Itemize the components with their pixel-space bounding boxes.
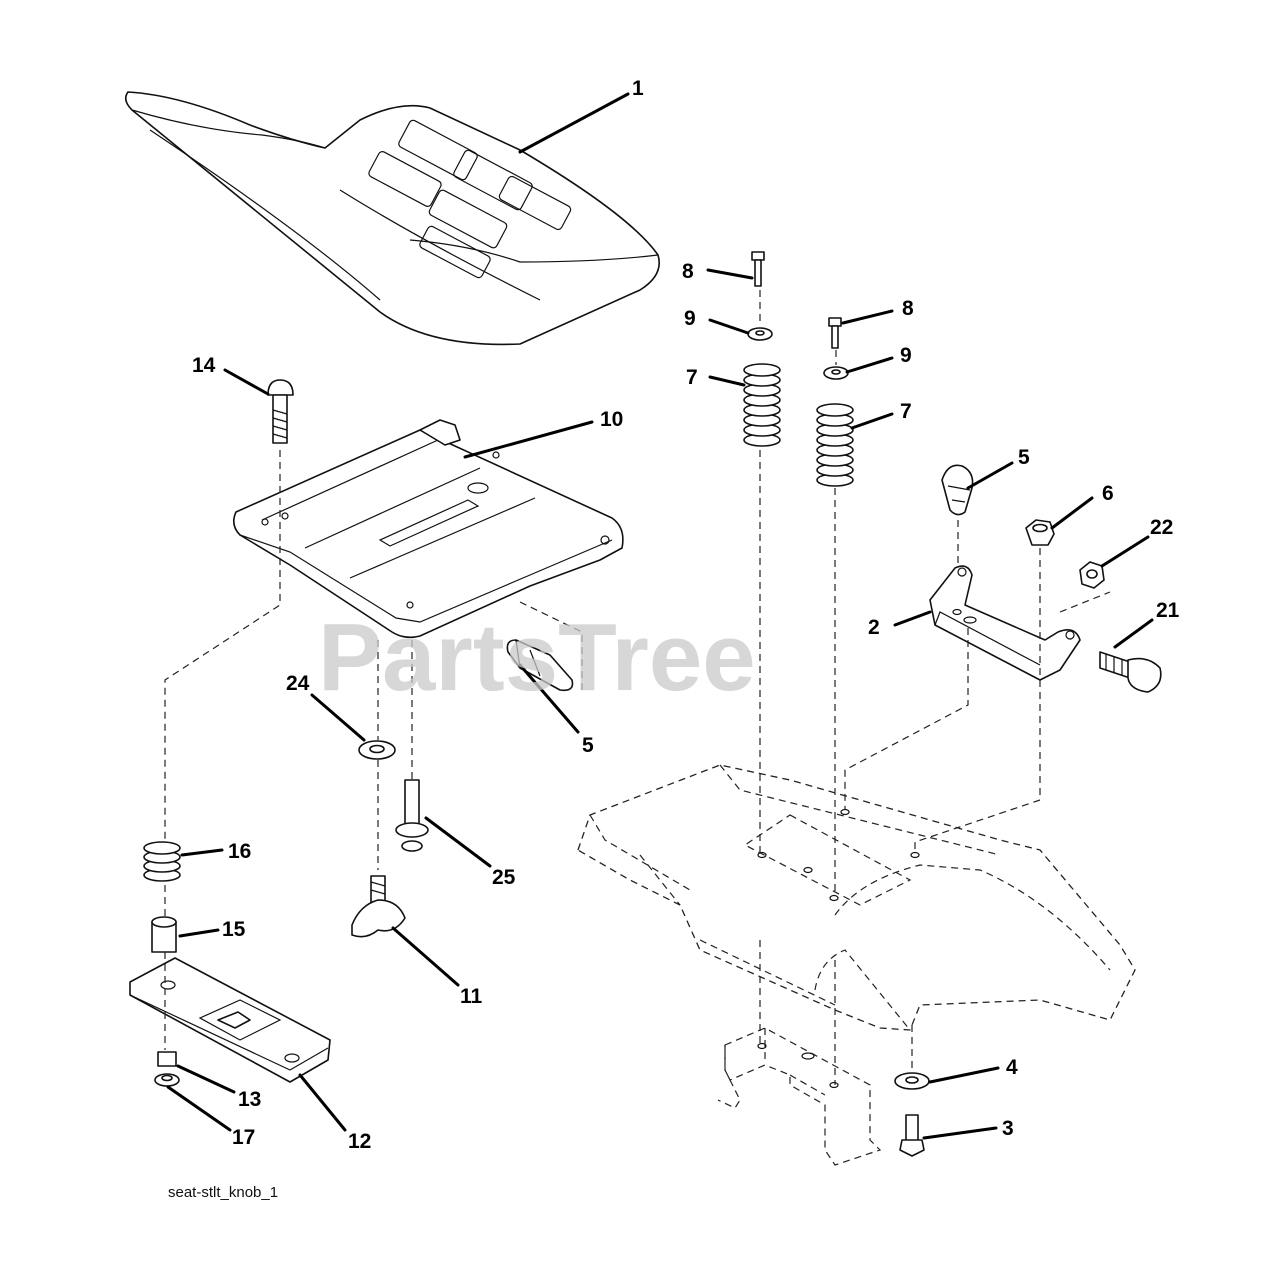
callout-2: 2 xyxy=(868,616,880,639)
spring-16 xyxy=(143,841,181,882)
callout-8-left: 8 xyxy=(682,260,694,283)
callout-7-left: 7 xyxy=(686,366,698,389)
spring-7-right xyxy=(816,403,854,487)
alignment-lines xyxy=(164,290,1111,1085)
bracket-12 xyxy=(129,957,331,1083)
washer-24 xyxy=(358,740,396,760)
bracket-2 xyxy=(929,565,1081,681)
seat-pan xyxy=(232,419,624,639)
callout-17: 17 xyxy=(232,1126,255,1149)
callout-15: 15 xyxy=(222,918,246,941)
spring-7-left xyxy=(743,363,781,447)
callout-21: 21 xyxy=(1156,599,1180,622)
washer-4 xyxy=(894,1072,930,1090)
clip-5-lower xyxy=(506,639,574,692)
nut-6 xyxy=(1025,519,1055,546)
bolt-21 xyxy=(1099,651,1162,693)
callout-25: 25 xyxy=(492,866,516,889)
bolt-8-left xyxy=(751,251,765,287)
carriage-bolt-14 xyxy=(267,379,294,444)
callout-12: 12 xyxy=(348,1130,371,1153)
drawing-reference: seat-stlt_knob_1 xyxy=(168,1184,278,1201)
shoulder-bolt-25 xyxy=(395,779,429,852)
watermark-text: PartsTree xyxy=(318,604,756,711)
frame-bracket-outline xyxy=(717,1027,882,1166)
callout-9-left: 9 xyxy=(684,307,696,330)
callout-16: 16 xyxy=(228,840,251,863)
callout-24: 24 xyxy=(286,672,310,695)
callout-5-upper: 5 xyxy=(1018,446,1030,469)
callout-22: 22 xyxy=(1150,516,1173,539)
bolt-8-right xyxy=(828,317,842,349)
callout-14: 14 xyxy=(192,354,216,377)
washer-9-right xyxy=(823,366,849,380)
callout-8-right: 8 xyxy=(902,297,914,320)
callout-11: 11 xyxy=(460,985,483,1008)
callout-5-lower: 5 xyxy=(582,734,594,757)
callout-7-right: 7 xyxy=(900,400,912,423)
nut-13 xyxy=(157,1051,177,1067)
callout-1: 1 xyxy=(632,77,644,100)
fender-outline xyxy=(577,764,1136,1031)
seat xyxy=(124,91,660,346)
spacer-15 xyxy=(151,916,177,953)
nut-22 xyxy=(1079,561,1105,589)
callout-3: 3 xyxy=(1002,1117,1014,1140)
clip-5-upper xyxy=(941,464,974,516)
callout-4: 4 xyxy=(1006,1056,1018,1079)
knob-11 xyxy=(351,875,406,938)
callout-labels: 1 8 9 7 8 9 7 14 10 5 6 22 2 21 24 5 25 … xyxy=(192,77,1180,1153)
bolt-3 xyxy=(899,1114,925,1157)
callout-6: 6 xyxy=(1102,482,1114,505)
callout-13: 13 xyxy=(238,1088,261,1111)
washer-9-left xyxy=(747,327,773,341)
callout-10: 10 xyxy=(600,408,623,431)
leader-lines xyxy=(166,92,1154,1140)
washer-17 xyxy=(154,1073,180,1087)
callout-9-right: 9 xyxy=(900,344,912,367)
